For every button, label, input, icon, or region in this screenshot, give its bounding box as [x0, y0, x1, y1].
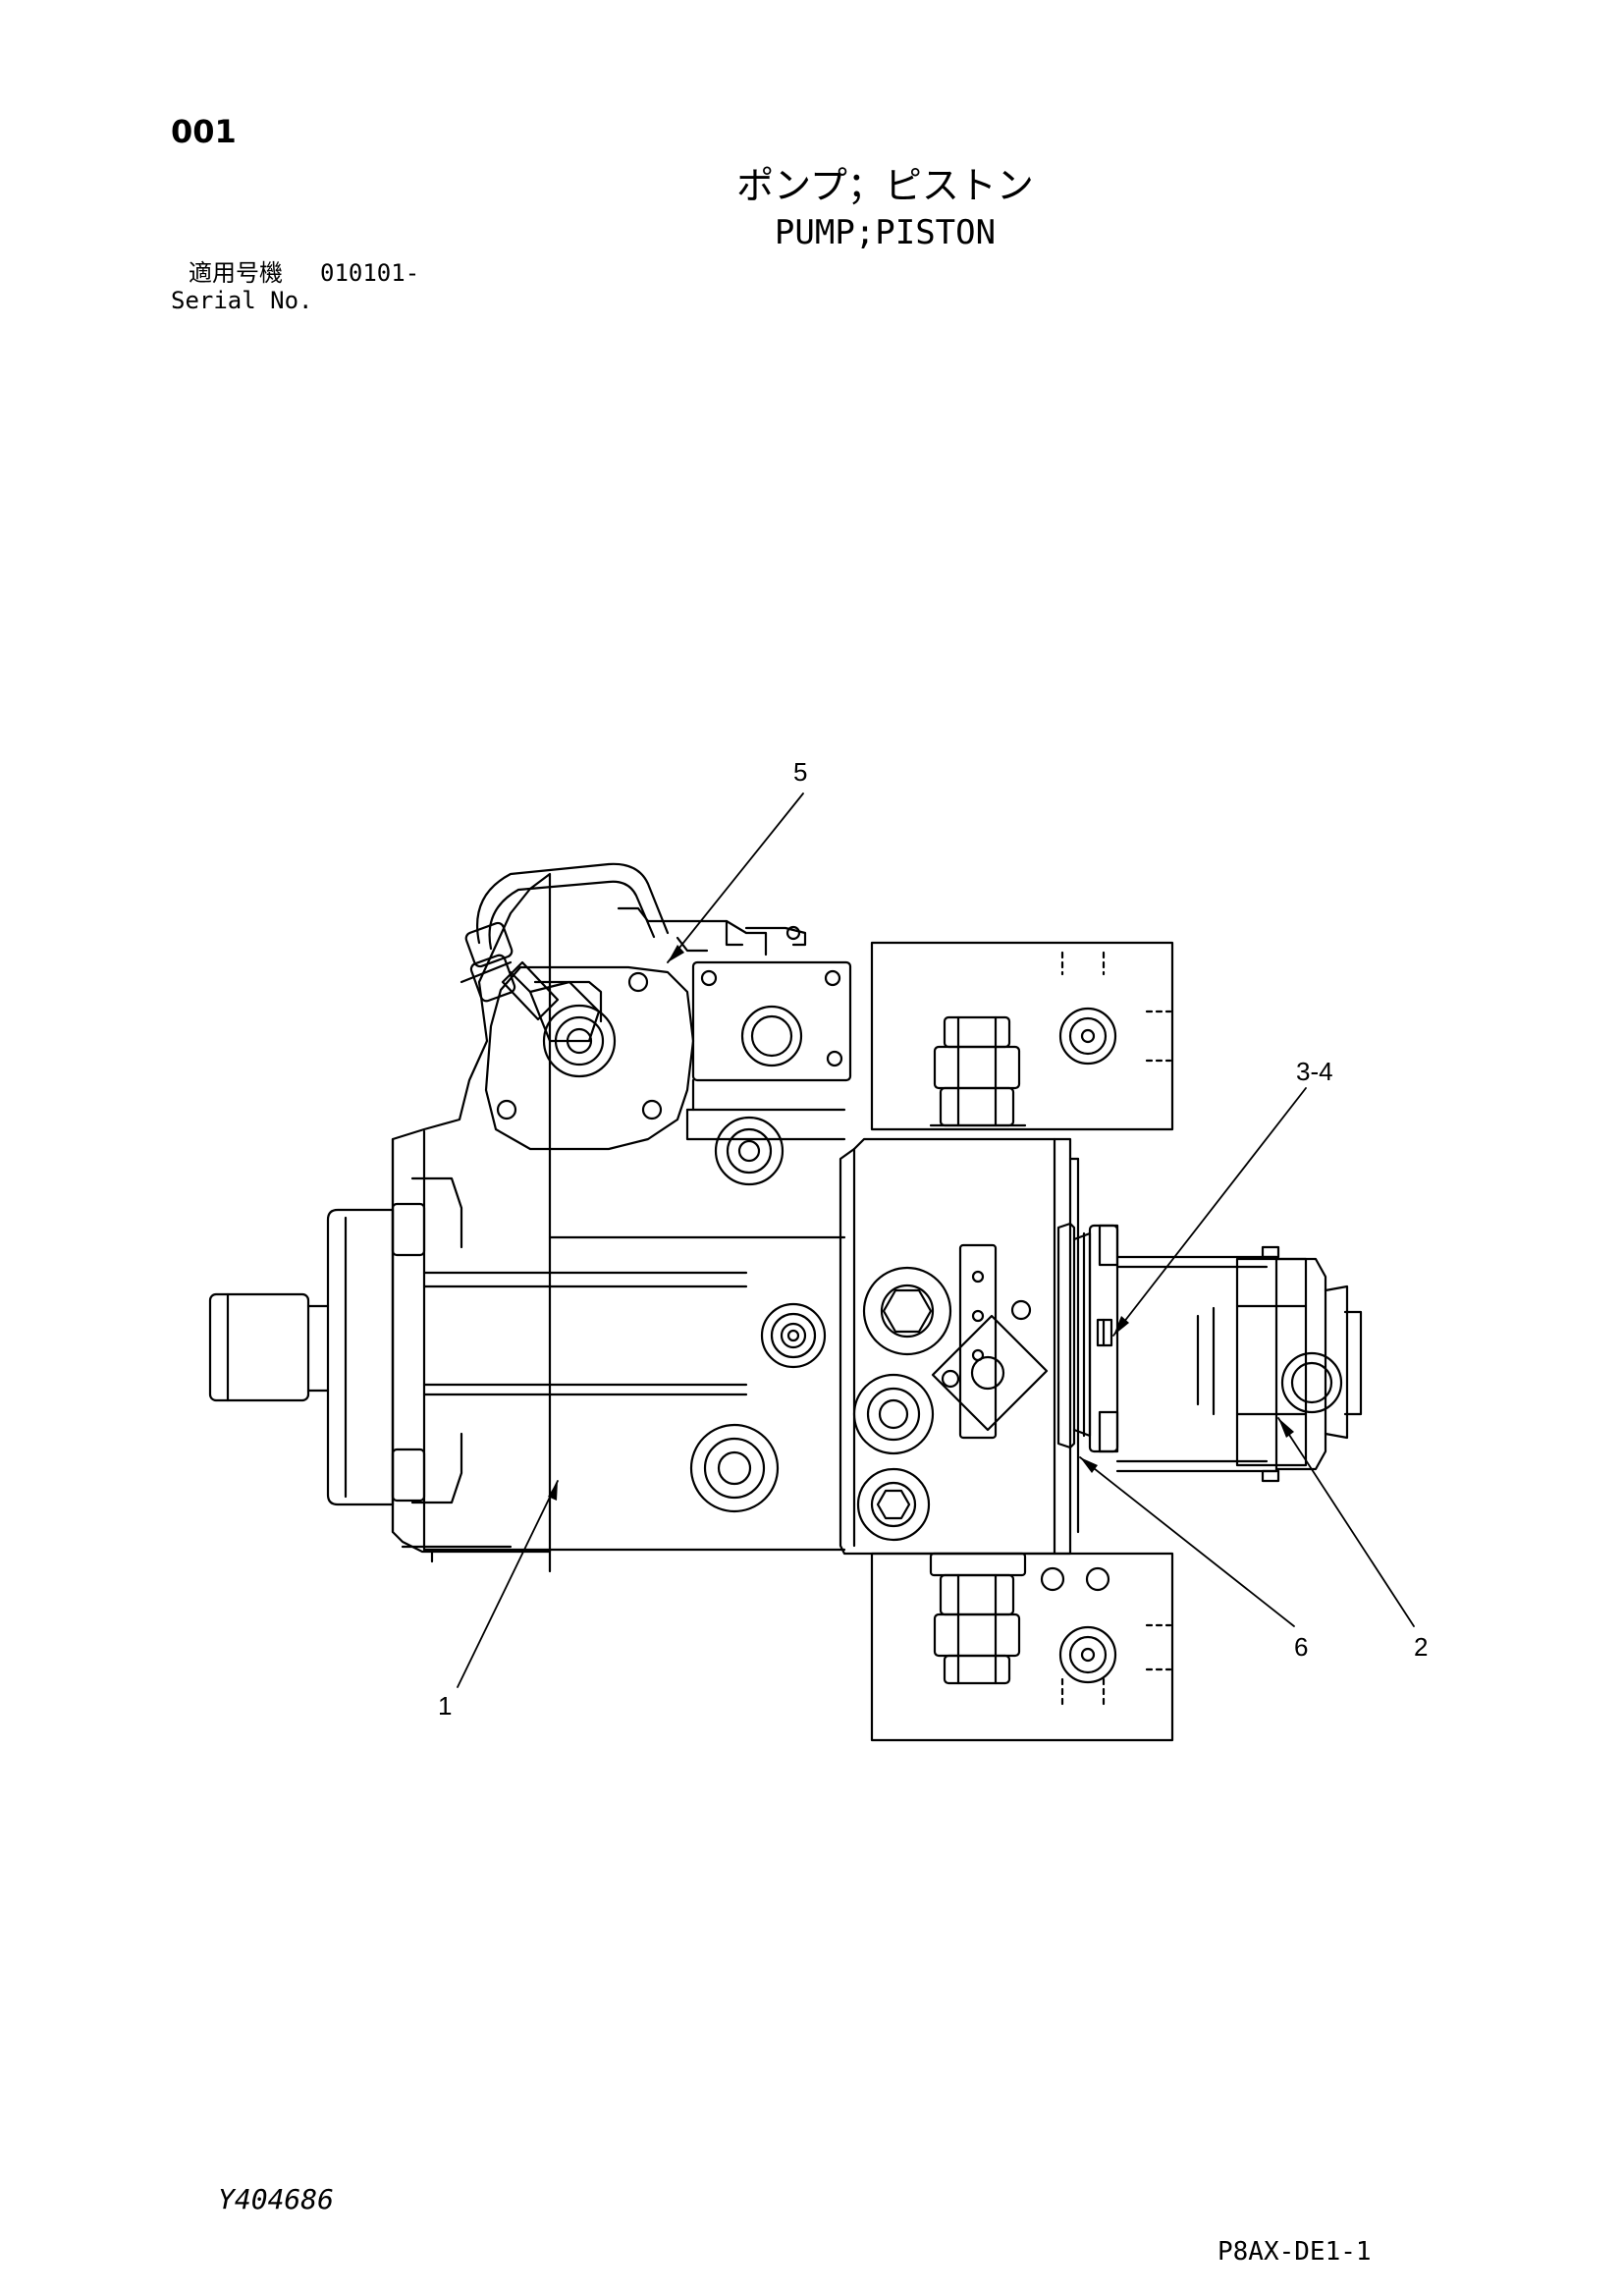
- leader-3-4: [1112, 1087, 1307, 1337]
- front-flange: [306, 1208, 395, 1506]
- title-japanese: ポンプ；ピストン: [736, 164, 1034, 207]
- title-english: PUMP;PISTON: [774, 213, 997, 252]
- gear-pump: [1088, 1224, 1363, 1483]
- arrow-2: [1278, 1418, 1294, 1438]
- port-plug-upper: [714, 1116, 784, 1186]
- callout-5: 5: [793, 757, 807, 787]
- upper-port-block: [870, 941, 1174, 1131]
- rear-valve-block: [839, 1137, 1080, 1556]
- serial-label-english: Serial No.: [171, 287, 313, 314]
- leader-6: [1079, 1456, 1295, 1627]
- pump-housing: [391, 872, 846, 1573]
- callout-1: 1: [438, 1691, 452, 1721]
- relief-valve-upper: [929, 1015, 1027, 1127]
- arrowheads: [548, 945, 1294, 1501]
- leader-5: [667, 793, 804, 963]
- arrow-5: [668, 945, 684, 962]
- top-valve-block: [617, 906, 852, 1141]
- drawing-id: Y404686: [218, 2183, 335, 2215]
- adapter-plate: [1056, 1222, 1092, 1449]
- leader-2: [1277, 1417, 1415, 1627]
- callout-labels: 5 3-4 2 6 1: [438, 757, 1428, 1721]
- serial-value: 010101-: [320, 259, 420, 287]
- arrow-3-4: [1113, 1316, 1129, 1336]
- lower-port-block: [870, 1552, 1174, 1742]
- callout-2: 2: [1414, 1632, 1428, 1662]
- drive-shaft: [208, 1292, 310, 1402]
- page-number: 001: [171, 113, 237, 150]
- leader-lines: [457, 793, 1415, 1688]
- port-plug-lower: [689, 1423, 780, 1513]
- leader-1: [457, 1480, 559, 1688]
- serial-label-japanese: 適用号機: [189, 259, 283, 287]
- port-plug-middle: [760, 1302, 827, 1369]
- pilot-hose: [460, 862, 670, 1003]
- regulator-block: [484, 960, 695, 1151]
- sheet-id: P8AX-DE1-1: [1217, 2237, 1372, 2267]
- arrow-6: [1080, 1457, 1098, 1473]
- arrow-1: [548, 1481, 558, 1501]
- relief-valve-lower: [929, 1552, 1027, 1685]
- callout-3-4: 3-4: [1296, 1057, 1333, 1086]
- callout-6: 6: [1294, 1632, 1308, 1662]
